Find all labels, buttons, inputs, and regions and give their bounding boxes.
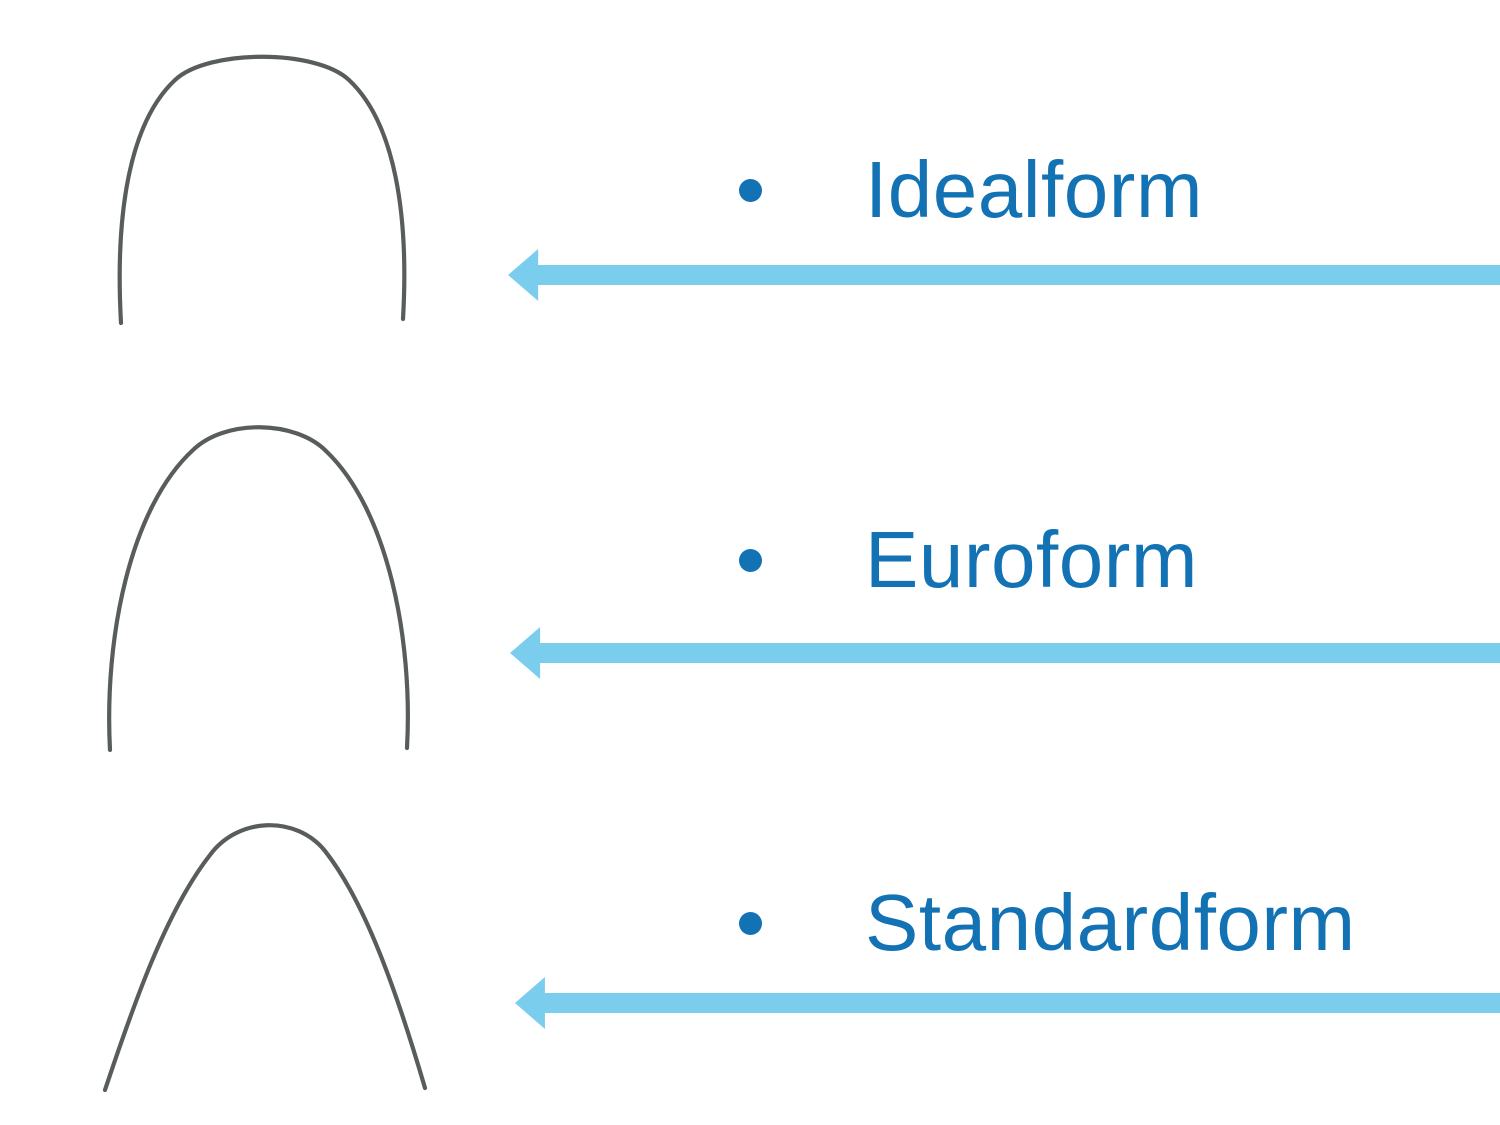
euroform-archwire-image: [107, 425, 410, 753]
standardform-archwire-image: [102, 823, 428, 1093]
list-item-idealform: Idealform: [739, 134, 1203, 246]
idealform-label: Idealform: [865, 145, 1203, 234]
standardform-label: Standardform: [865, 878, 1356, 967]
idealform-archwire-image: [117, 54, 407, 326]
left-arrow-icon: [508, 249, 1500, 301]
bullet-icon: [739, 911, 762, 935]
euroform-label: Euroform: [865, 515, 1198, 604]
left-arrow-icon: [514, 977, 1500, 1029]
list-item-standardform: Standardform: [739, 867, 1356, 979]
bullet-icon: [739, 548, 762, 572]
bullet-icon: [739, 178, 762, 202]
list-item-euroform: Euroform: [739, 504, 1198, 616]
left-arrow-icon: [510, 627, 1500, 679]
